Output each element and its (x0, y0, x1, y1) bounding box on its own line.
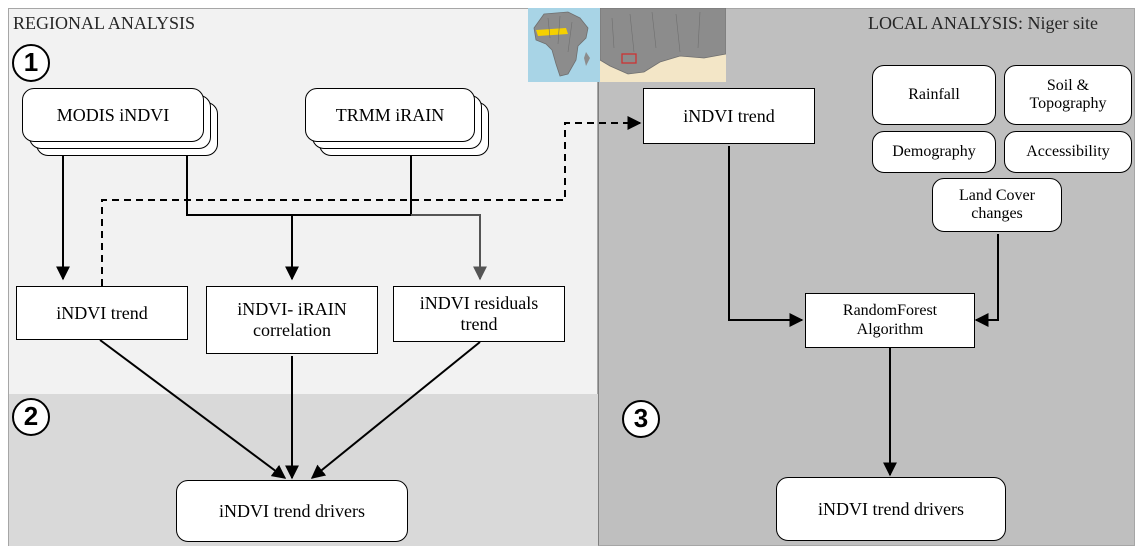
landcover-label-line2: changes (971, 205, 1023, 222)
arrow-local-trend-to-algorithm (728, 146, 804, 327)
soil-label-line1: Soil & (1046, 76, 1090, 94)
correlation-label-line2: correlation (253, 320, 331, 340)
dashed-arrow-to-local-trend (101, 116, 642, 286)
arrow-trend-to-drivers (99, 339, 287, 479)
rainfall-label: Rainfall (908, 85, 960, 103)
random-forest-box: RandomForest Algorithm (805, 293, 975, 348)
arrow-landcover-to-algorithm (974, 234, 999, 327)
step-2-badge: 2 (12, 398, 50, 436)
local-indvi-trend-label: iNDVI trend (683, 105, 775, 126)
algorithm-label-line1: RandomForest (842, 302, 938, 320)
residuals-trend-box: iNDVI residuals trend (393, 286, 565, 342)
regional-drivers-box: iNDVI trend drivers (176, 480, 408, 542)
residuals-label-line2: trend (460, 314, 498, 334)
landcover-label-line1: Land Cover (959, 186, 1035, 204)
residuals-label-line1: iNDVI residuals (419, 293, 539, 314)
regional-drivers-label: iNDVI trend drivers (219, 500, 365, 521)
niger-region-map-icon (600, 8, 726, 82)
accessibility-box: Accessibility (1004, 131, 1132, 173)
modis-indvi-label: MODIS iNDVI (56, 104, 170, 125)
regional-title: REGIONAL ANALYSIS (13, 13, 196, 33)
modis-indvi-box: MODIS iNDVI (22, 88, 204, 142)
regional-indvi-trend-label: iNDVI trend (56, 302, 148, 323)
land-cover-box: Land Cover changes (932, 178, 1062, 232)
demography-label: Demography (892, 142, 976, 160)
arrow-trmm-to-correlation (292, 154, 412, 216)
soil-label-line2: Topography (1029, 95, 1107, 112)
step-3-badge: 3 (622, 400, 660, 438)
accessibility-label: Accessibility (1026, 142, 1110, 160)
step-1-badge: 1 (12, 44, 50, 82)
trmm-irain-box: TRMM iRAIN (305, 88, 475, 142)
algorithm-label-line2: Algorithm (856, 320, 924, 338)
africa-map-icon (528, 8, 600, 82)
local-title: LOCAL ANALYSIS: Niger site (868, 13, 1099, 33)
arrow-modis-to-correlation (186, 154, 299, 281)
demography-box: Demography (872, 131, 996, 173)
local-drivers-box: iNDVI trend drivers (776, 477, 1006, 541)
rainfall-box: Rainfall (872, 65, 996, 125)
correlation-label-line1: iNDVI- iRAIN (237, 299, 347, 320)
regional-indvi-trend-box: iNDVI trend (16, 286, 188, 340)
soil-topography-box: Soil & Topography (1004, 65, 1132, 125)
arrow-trmm-to-residuals (411, 214, 487, 281)
local-indvi-trend-box: iNDVI trend (643, 88, 815, 144)
arrow-residuals-to-drivers (310, 341, 481, 479)
correlation-box: iNDVI- iRAIN correlation (206, 286, 378, 354)
trmm-irain-label: TRMM iRAIN (335, 104, 445, 125)
local-drivers-label: iNDVI trend drivers (818, 498, 964, 519)
